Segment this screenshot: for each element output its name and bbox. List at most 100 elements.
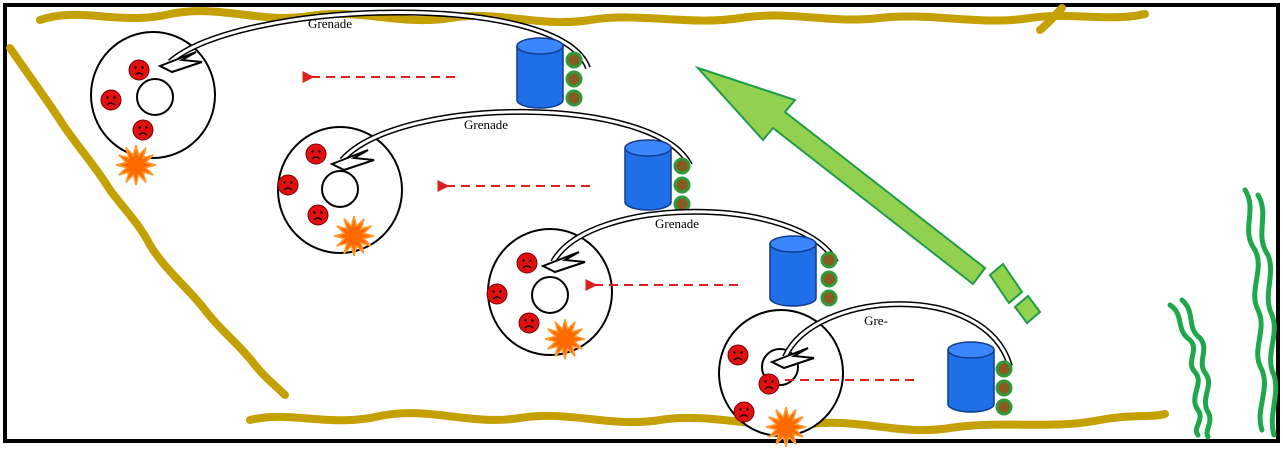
grenade-icon [565,51,583,69]
grenade-icon [565,89,583,107]
face-mouth [733,357,743,361]
face-mouth [739,414,749,418]
bombing-step-3: Grenade [486,208,839,360]
diagram-frame [3,3,1280,443]
cylinder-body [947,350,995,413]
throw-arrowhead [157,51,203,74]
face-eye [746,408,749,411]
barbed-wire [1167,187,1279,440]
face-eye [141,66,144,69]
face-eye [529,259,532,262]
face-eye [499,290,502,293]
face-circle [277,174,299,196]
grenade-icon [995,360,1013,378]
face-mouth [138,132,148,136]
cylinder-top [769,235,817,253]
grenade-icon [565,70,583,88]
face-eye [733,351,736,354]
explosion-burst-icon [544,318,586,360]
traverse-island [531,276,569,314]
face-eye [771,380,774,383]
face-circle [307,204,329,226]
face-mouth [522,265,532,269]
trench-wall-top-stub [1036,4,1066,34]
grenade-stack-icon [673,157,691,213]
face-eye [311,150,314,153]
grenade-stack-icon [995,360,1013,416]
cylinder-body [516,46,564,109]
explosion-burst-icon [115,144,157,186]
face-circle [132,119,154,141]
face-mouth [764,386,774,390]
trench-wall-bottom [246,409,1169,435]
sad-face-icon [486,283,508,305]
face-eye [764,380,767,383]
face-eye [492,290,495,293]
wire-icon [1179,297,1213,440]
cylinder-top [947,341,995,359]
explosion-burst-icon [765,406,807,448]
face-eye [524,319,527,322]
sad-face-icon [307,204,329,226]
sad-face-icon [132,119,154,141]
throw-arc-inner [783,302,1012,367]
wire-icon [1167,302,1203,438]
face-circle [733,401,755,423]
trench-walls [6,4,1169,435]
sad-face-icon [277,174,299,196]
face-eye [145,126,148,129]
face-circle [758,373,780,395]
cylinder-top [624,139,672,157]
face-circle [486,283,508,305]
trench-wall-left [6,44,289,399]
throw-arrowhead [769,347,815,370]
throw-label: Gre- [864,313,888,328]
sad-face-icon [100,89,122,111]
throw-arrowhead [329,149,375,172]
sad-face-icon [518,312,540,334]
face-mouth [492,296,502,300]
blue-cylinder-icon [769,235,817,307]
throw-label: Grenade [464,117,508,132]
face-circle [100,89,122,111]
traverse-island [321,170,359,208]
face-eye [134,66,137,69]
grenade-icon [995,398,1013,416]
face-eye [113,96,116,99]
wire-icon [1242,187,1267,433]
large-arrow-icon [694,65,987,286]
face-eye [318,150,321,153]
face-eye [106,96,109,99]
cylinder-body [624,148,672,211]
arrow-dash-1 [988,262,1024,305]
face-eye [531,319,534,322]
grenade-icon [820,251,838,269]
trench-wall-top [36,7,1149,27]
face-mouth [311,156,321,160]
wire-icon [1255,192,1279,438]
face-eye [138,126,141,129]
face-eye [320,211,323,214]
face-eye [740,351,743,354]
face-mouth [134,72,144,76]
throw-arc-inner [169,11,590,69]
face-eye [283,181,286,184]
grenade-icon [673,176,691,194]
face-circle [518,312,540,334]
sad-face-icon [727,344,749,366]
bombing-step-1: Grenade [90,9,591,186]
grenade-icon [820,289,838,307]
face-eye [313,211,316,214]
face-eye [290,181,293,184]
throw-label: Grenade [308,16,352,31]
grenade-stack-icon [820,251,838,307]
cylinder-top [516,37,564,55]
face-circle [128,59,150,81]
bombing-step-4: Gre- [718,301,1013,448]
throw-label: Grenade [655,216,699,231]
advance-arrow [694,65,1042,325]
cylinder-body [769,244,817,307]
face-circle [727,344,749,366]
